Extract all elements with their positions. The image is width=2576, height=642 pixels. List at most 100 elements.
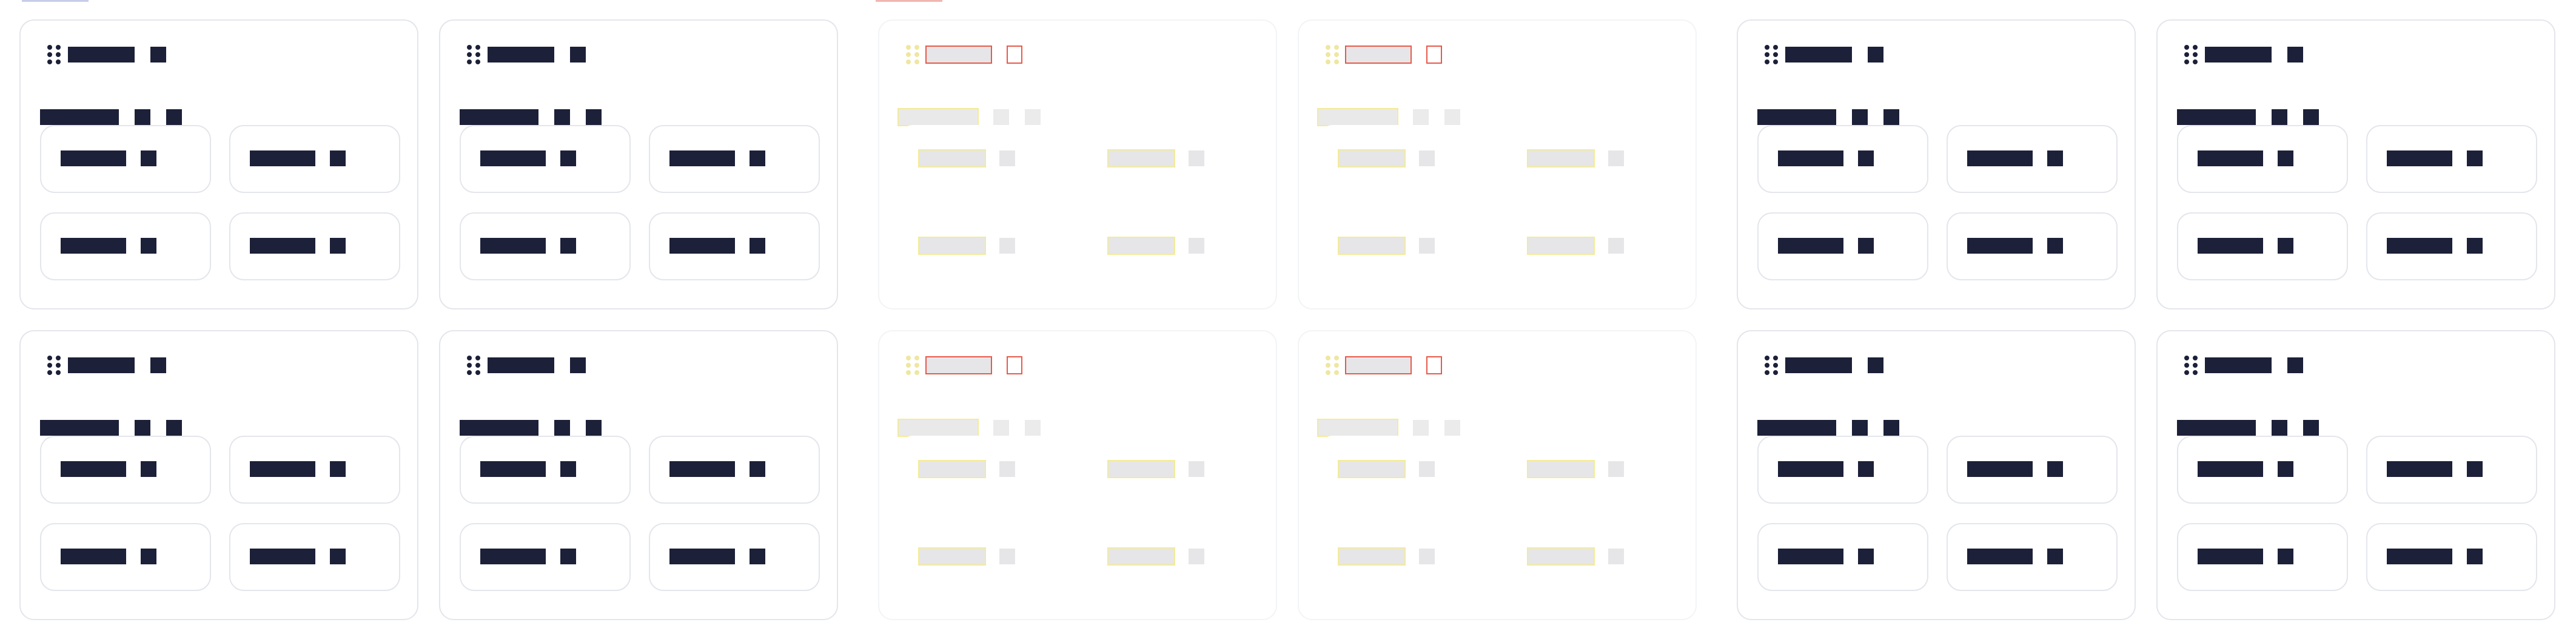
tile[interactable] — [1318, 523, 1489, 591]
tile[interactable] — [460, 125, 631, 193]
card-ghost[interactable] — [1298, 330, 1697, 620]
tile[interactable] — [1947, 436, 2118, 504]
chip[interactable] — [586, 109, 602, 125]
tile[interactable] — [649, 436, 820, 504]
tile[interactable] — [2177, 523, 2348, 591]
tile[interactable] — [2366, 212, 2537, 280]
tile[interactable] — [229, 523, 400, 591]
tile[interactable] — [1088, 523, 1259, 591]
chip[interactable] — [2303, 109, 2319, 125]
chip[interactable] — [2303, 420, 2319, 436]
tile[interactable] — [2366, 523, 2537, 591]
drag-handle-icon[interactable] — [906, 44, 919, 66]
tile[interactable] — [1088, 125, 1259, 193]
tile-badge — [2278, 549, 2293, 564]
tile[interactable] — [899, 125, 1070, 193]
card[interactable] — [439, 19, 838, 309]
tile-badge — [560, 238, 576, 254]
chip[interactable] — [1444, 420, 1460, 436]
tile[interactable] — [899, 212, 1070, 280]
chip[interactable] — [993, 420, 1009, 436]
drag-handle-icon[interactable] — [47, 354, 61, 376]
chip[interactable] — [1025, 109, 1041, 125]
card-title — [68, 47, 135, 63]
chip[interactable] — [586, 420, 602, 436]
tile[interactable] — [40, 212, 211, 280]
drag-handle-icon[interactable] — [1326, 44, 1339, 66]
tile-badge — [2047, 461, 2063, 477]
tile[interactable] — [2177, 212, 2348, 280]
tile[interactable] — [1508, 125, 1679, 193]
drag-handle-icon[interactable] — [2184, 354, 2198, 376]
tile[interactable] — [649, 125, 820, 193]
tile[interactable] — [40, 125, 211, 193]
tile[interactable] — [1757, 436, 1928, 504]
card[interactable] — [1737, 330, 2136, 620]
tile[interactable] — [1318, 436, 1489, 504]
drag-handle-icon[interactable] — [467, 44, 480, 66]
chip[interactable] — [1025, 420, 1041, 436]
chip[interactable] — [2272, 109, 2287, 125]
tile[interactable] — [229, 125, 400, 193]
drag-handle-icon[interactable] — [1326, 354, 1339, 376]
tile[interactable] — [229, 212, 400, 280]
card[interactable] — [2156, 330, 2555, 620]
tile[interactable] — [460, 523, 631, 591]
tile[interactable] — [40, 436, 211, 504]
tile[interactable] — [1757, 125, 1928, 193]
drag-handle-icon[interactable] — [1765, 44, 1778, 66]
card[interactable] — [19, 330, 418, 620]
tile[interactable] — [2177, 125, 2348, 193]
tile[interactable] — [1318, 212, 1489, 280]
tile[interactable] — [649, 212, 820, 280]
chip[interactable] — [1852, 420, 1868, 436]
chip[interactable] — [135, 109, 150, 125]
tile[interactable] — [1947, 125, 2118, 193]
tile[interactable] — [460, 212, 631, 280]
tile[interactable] — [899, 523, 1070, 591]
chip[interactable] — [554, 420, 570, 436]
tile[interactable] — [1508, 523, 1679, 591]
chip[interactable] — [166, 109, 182, 125]
card[interactable] — [2156, 19, 2555, 309]
drag-handle-icon[interactable] — [1765, 354, 1778, 376]
tile[interactable] — [1947, 212, 2118, 280]
chip[interactable] — [1883, 109, 1899, 125]
tile[interactable] — [1508, 436, 1679, 504]
tile[interactable] — [2366, 125, 2537, 193]
tile[interactable] — [1088, 436, 1259, 504]
card-ghost[interactable] — [878, 19, 1277, 309]
tile[interactable] — [2177, 436, 2348, 504]
tile[interactable] — [1088, 212, 1259, 280]
tile[interactable] — [899, 436, 1070, 504]
chip[interactable] — [993, 109, 1009, 125]
tile[interactable] — [1757, 212, 1928, 280]
chip[interactable] — [554, 109, 570, 125]
chip[interactable] — [135, 420, 150, 436]
card[interactable] — [1737, 19, 2136, 309]
tile[interactable] — [1508, 212, 1679, 280]
drag-handle-icon[interactable] — [467, 354, 480, 376]
drag-handle-icon[interactable] — [906, 354, 919, 376]
tile[interactable] — [40, 523, 211, 591]
chip[interactable] — [1413, 109, 1429, 125]
card[interactable] — [19, 19, 418, 309]
tile[interactable] — [1318, 125, 1489, 193]
card[interactable] — [439, 330, 838, 620]
drag-handle-icon[interactable] — [2184, 44, 2198, 66]
tile[interactable] — [649, 523, 820, 591]
chip[interactable] — [1444, 109, 1460, 125]
drag-handle-icon[interactable] — [47, 44, 61, 66]
chip[interactable] — [1413, 420, 1429, 436]
chip[interactable] — [1852, 109, 1868, 125]
chip[interactable] — [1883, 420, 1899, 436]
tile[interactable] — [1757, 523, 1928, 591]
card-ghost[interactable] — [1298, 19, 1697, 309]
tile[interactable] — [1947, 523, 2118, 591]
card-ghost[interactable] — [878, 330, 1277, 620]
chip[interactable] — [2272, 420, 2287, 436]
tile[interactable] — [2366, 436, 2537, 504]
tile[interactable] — [460, 436, 631, 504]
tile[interactable] — [229, 436, 400, 504]
chip[interactable] — [166, 420, 182, 436]
